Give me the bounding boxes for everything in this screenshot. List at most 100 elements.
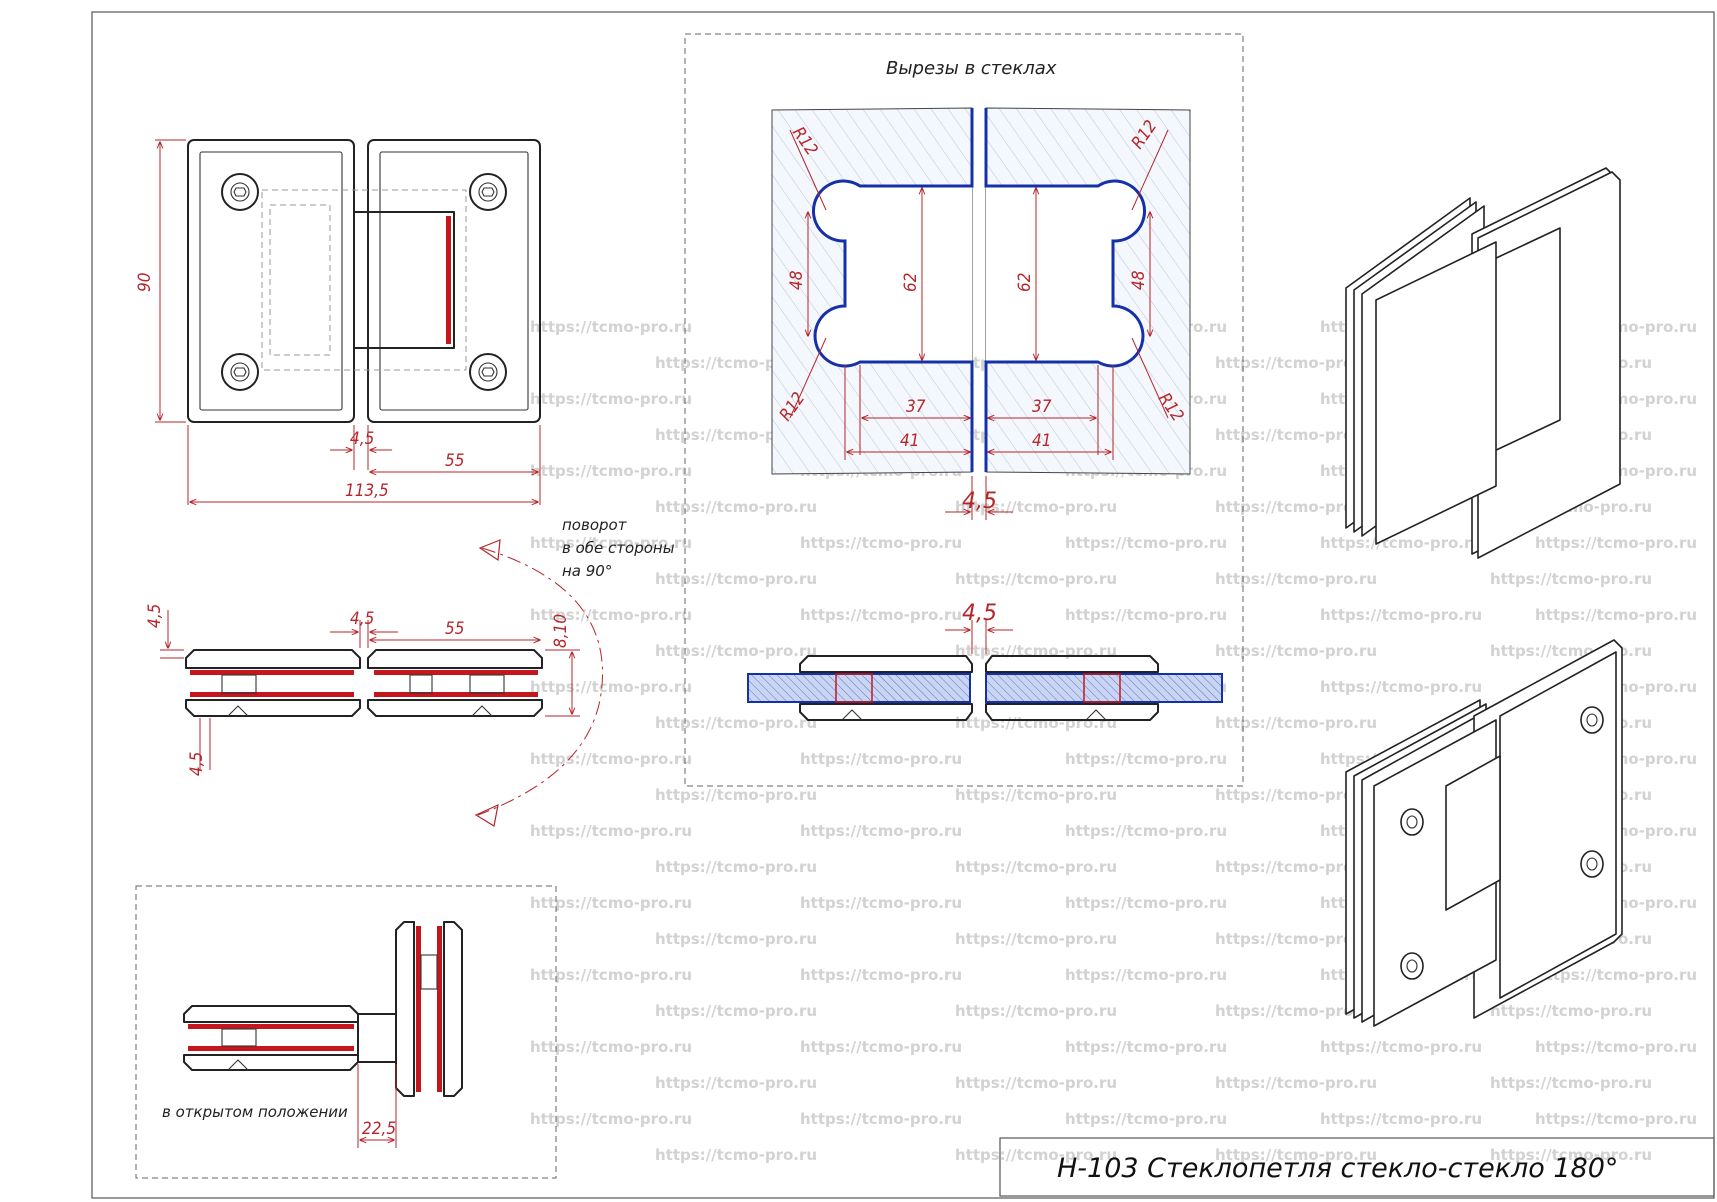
- dim-front-gap: 4,5: [350, 429, 374, 449]
- watermark-text: https://tcmo-pro.ru: [1490, 1074, 1652, 1092]
- watermark-text: https://tcmo-pro.ru: [800, 534, 962, 552]
- watermark-text: https://tcmo-pro.ru: [955, 930, 1117, 948]
- watermark-text: https://tcmo-pro.ru: [1490, 1146, 1652, 1164]
- watermark-text: https://tcmo-pro.ru: [1215, 858, 1377, 876]
- watermark-text: https://tcmo-pro.ru: [1215, 354, 1377, 372]
- dim-cut-left-62: 62: [901, 273, 921, 292]
- dim-cut-left-37: 37: [906, 397, 926, 417]
- watermark-text: https://tcmo-pro.ru: [530, 1110, 692, 1128]
- watermark-text: https://tcmo-pro.ru: [1320, 678, 1482, 696]
- watermark-text: https://tcmo-pro.ru: [655, 1074, 817, 1092]
- dim-front-total: 113,5: [345, 481, 389, 501]
- watermark-text: https://tcmo-pro.ru: [530, 966, 692, 984]
- watermark-text: https://tcmo-pro.ru: [1065, 534, 1227, 552]
- watermark-text: https://tcmo-pro.ru: [1065, 1038, 1227, 1056]
- watermark-text: https://tcmo-pro.ru: [1535, 1038, 1697, 1056]
- watermark-text: https://tcmo-pro.ru: [1215, 1146, 1377, 1164]
- side-view: 4,5 4,5 55 8,10 4,5: [145, 604, 580, 776]
- dim-side-leaf: 55: [445, 619, 464, 639]
- watermark-text: https://tcmo-pro.ru: [1215, 498, 1377, 516]
- screw-icon: [221, 173, 259, 211]
- watermark-text: https://tcmo-pro.ru: [1320, 606, 1482, 624]
- watermark-text: https://tcmo-pro.ru: [1490, 1002, 1652, 1020]
- watermark-text: https://tcmo-pro.ru: [530, 822, 692, 840]
- isometric-view-back: [1345, 167, 1621, 559]
- watermark-text: https://tcmo-pro.ru: [1490, 570, 1652, 588]
- watermark-text: https://tcmo-pro.ru: [1535, 966, 1697, 984]
- watermark-text: https://tcmo-pro.ru: [1215, 1002, 1377, 1020]
- watermark-text: https://tcmo-pro.ru: [655, 1002, 817, 1020]
- watermark-text: https://tcmo-pro.ru: [955, 786, 1117, 804]
- dim-cut-gap: 4,5: [962, 489, 997, 514]
- screw-icon: [221, 353, 259, 391]
- watermark-text: https://tcmo-pro.ru: [1320, 1110, 1482, 1128]
- watermark-text: https://tcmo-pro.ru: [955, 858, 1117, 876]
- watermark-text: https://tcmo-pro.ru: [1065, 822, 1227, 840]
- dim-side-gap: 4,5: [350, 609, 374, 629]
- screw-icon: [469, 353, 507, 391]
- watermark-text: https://tcmo-pro.ru: [530, 318, 692, 336]
- watermark-text: https://tcmo-pro.ru: [655, 570, 817, 588]
- glass-cutouts-panel: Вырезы в стеклах R12 R12 R12 R12 48 62 6…: [684, 33, 1244, 787]
- watermark-text: https://tcmo-pro.ru: [1535, 534, 1697, 552]
- screw-icon: [469, 173, 507, 211]
- dim-cut-left-41: 41: [900, 431, 919, 451]
- dim-side-bottom: 4,5: [187, 752, 207, 776]
- watermark-text: https://tcmo-pro.ru: [800, 822, 962, 840]
- isometric-view-front: [1345, 639, 1623, 1027]
- rotation-note: поворот в обе стороны на 90°: [474, 516, 675, 827]
- dim-cut-right-41: 41: [1032, 431, 1051, 451]
- watermark-text: https://tcmo-pro.ru: [655, 498, 817, 516]
- watermark-text: https://tcmo-pro.ru: [800, 606, 962, 624]
- drawing-title: Н-103 Стеклопетля стекло-стекло 180°: [1057, 1153, 1618, 1184]
- dim-cut-right-37: 37: [1032, 397, 1052, 417]
- watermark-text: https://tcmo-pro.ru: [955, 642, 1117, 660]
- watermark-text: https://tcmo-pro.ru: [1065, 606, 1227, 624]
- watermark-text: https://tcmo-pro.ru: [800, 1110, 962, 1128]
- dim-side-height: 8,10: [551, 614, 571, 648]
- rotation-note-line3: на 90°: [562, 562, 612, 580]
- watermark-text: https://tcmo-pro.ru: [530, 750, 692, 768]
- dim-glass-gap: 4,5: [962, 601, 997, 626]
- watermark-text: https://tcmo-pro.ru: [1215, 426, 1377, 444]
- watermark-text: https://tcmo-pro.ru: [1535, 606, 1697, 624]
- watermark-text: https://tcmo-pro.ru: [955, 714, 1117, 732]
- watermark-text: https://tcmo-pro.ru: [1215, 1074, 1377, 1092]
- watermark-text: https://tcmo-pro.ru: [1490, 642, 1652, 660]
- watermark-text: https://tcmo-pro.ru: [655, 858, 817, 876]
- watermark-text: https://tcmo-pro.ru: [530, 462, 692, 480]
- rotation-note-line2: в обе стороны: [562, 539, 675, 557]
- watermark-text: https://tcmo-pro.ru: [1215, 714, 1377, 732]
- watermark-text: https://tcmo-pro.ru: [1535, 1110, 1697, 1128]
- rotation-note-line1: поворот: [562, 516, 628, 534]
- sheet-frame: [91, 11, 1715, 1199]
- dim-open-offset: 22,5: [362, 1119, 396, 1139]
- watermark-text: https://tcmo-pro.ru: [530, 390, 692, 408]
- watermark-text: https://tcmo-pro.ru: [530, 534, 692, 552]
- dim-front-height: 90: [135, 273, 155, 292]
- open-position-note: в открытом положении: [162, 1103, 348, 1121]
- watermark-text: https://tcmo-pro.ru: [1215, 786, 1377, 804]
- title-block: Н-103 Стеклопетля стекло-стекло 180°: [999, 1137, 1715, 1197]
- dim-cut-left-48: 48: [787, 270, 807, 290]
- watermark-text: https://tcmo-pro.ru: [1065, 1110, 1227, 1128]
- watermark-text: https://tcmo-pro.ru: [530, 678, 692, 696]
- watermark-text: https://tcmo-pro.ru: [1215, 642, 1377, 660]
- watermark-text: https://tcmo-pro.ru: [1215, 570, 1377, 588]
- watermark-text: https://tcmo-pro.ru: [530, 1038, 692, 1056]
- watermark-text: https://tcmo-pro.ru: [800, 966, 962, 984]
- watermark-text: https://tcmo-pro.ru: [1320, 534, 1482, 552]
- watermark-text: https://tcmo-pro.ru: [800, 750, 962, 768]
- open-position-view: в открытом положении 22,5: [135, 885, 557, 1179]
- dim-cut-right-48: 48: [1129, 270, 1149, 290]
- watermark-text: https://tcmo-pro.ru: [1320, 1038, 1482, 1056]
- watermark-text: https://tcmo-pro.ru: [955, 1146, 1117, 1164]
- watermark-text: https://tcmo-pro.ru: [530, 894, 692, 912]
- watermark-text: https://tcmo-pro.ru: [655, 642, 817, 660]
- watermark-text: https://tcmo-pro.ru: [1215, 930, 1377, 948]
- watermark-text: https://tcmo-pro.ru: [955, 1074, 1117, 1092]
- front-view: 90 4,5 55 113,5: [135, 139, 541, 505]
- watermark-text: https://tcmo-pro.ru: [1065, 894, 1227, 912]
- watermark-text: https://tcmo-pro.ru: [655, 1146, 817, 1164]
